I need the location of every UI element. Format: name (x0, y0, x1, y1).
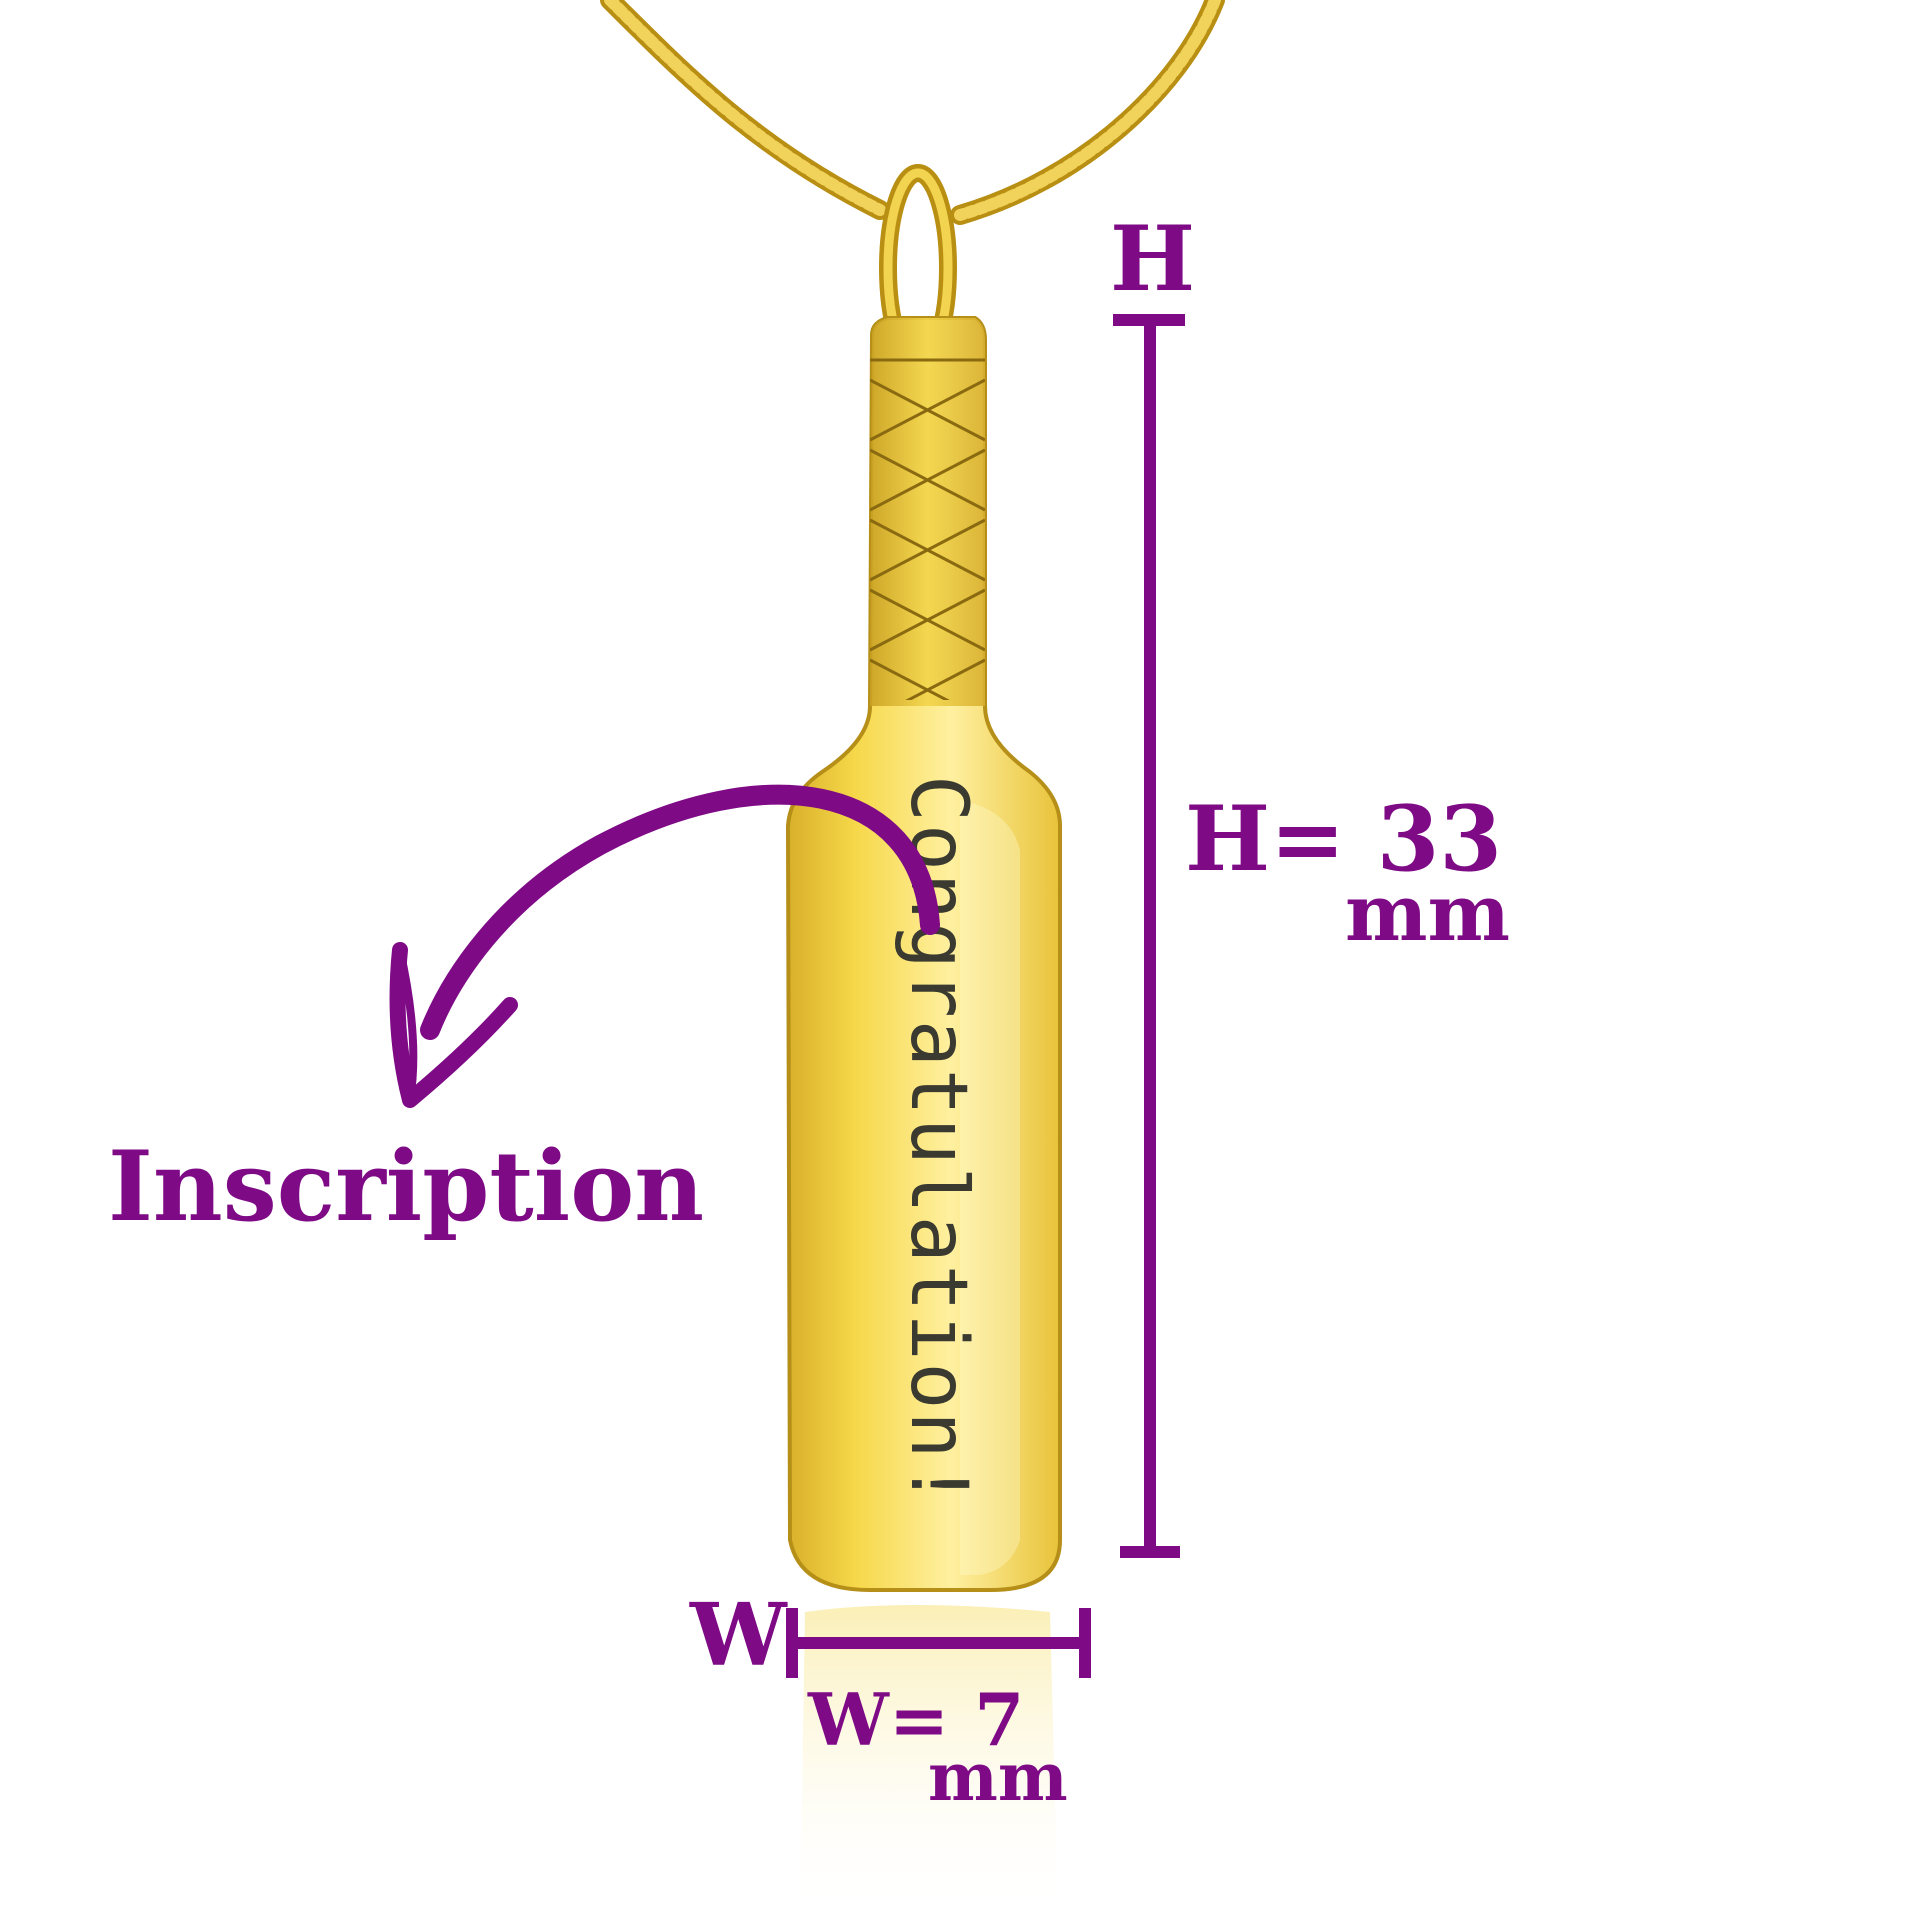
grip-pattern (870, 358, 985, 700)
height-value-label: H= 33 (1185, 786, 1502, 892)
width-unit-label: mm (928, 1738, 1068, 1816)
width-dimension (786, 1608, 1091, 1678)
pendant-reflection (800, 1605, 1058, 1920)
width-value-label: W= 7 (807, 1677, 1024, 1762)
height-marker: H (1110, 206, 1195, 312)
cricket-bat-pendant (785, 316, 1062, 1592)
chain (600, 0, 1225, 225)
inscription-arrow (389, 784, 940, 1108)
width-marker: W (689, 1585, 788, 1686)
height-dimension (1113, 314, 1185, 1558)
inscription-label: Inscription (108, 1130, 704, 1243)
height-unit-label: mm (1345, 868, 1510, 959)
engraved-inscription: Congratulation! (893, 775, 983, 1509)
